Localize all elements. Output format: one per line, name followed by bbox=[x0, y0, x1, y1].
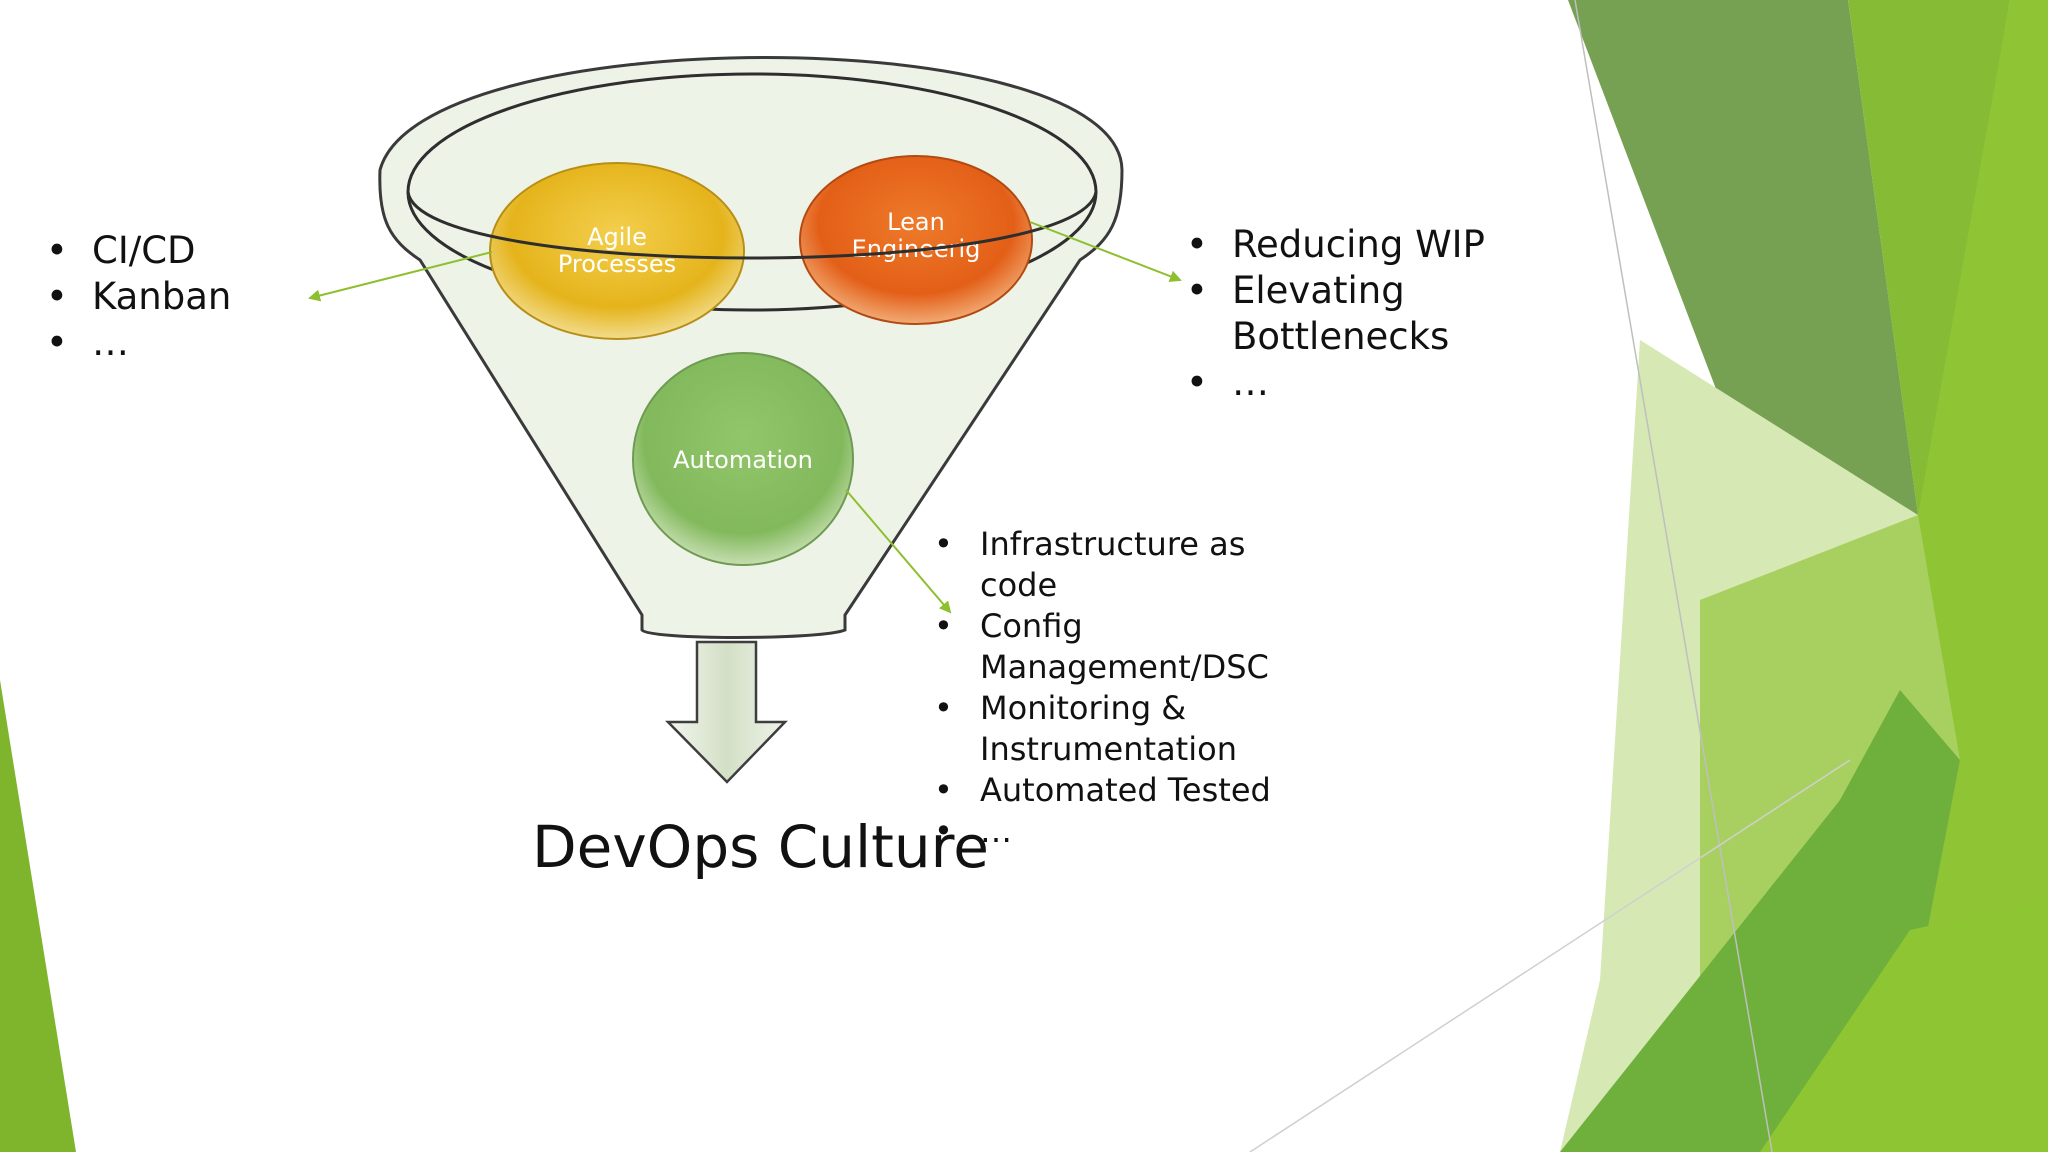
agile-circle: Agile Processes bbox=[489, 162, 745, 340]
connector-agile-arrow bbox=[308, 251, 493, 302]
left-bullet-item: CI/CD bbox=[46, 228, 231, 274]
right-bullet-list: Reducing WIP Elevating Bottlenecks … bbox=[1186, 222, 1492, 406]
automation-circle: Automation bbox=[632, 352, 854, 566]
facet-right-mid bbox=[1848, 0, 2010, 530]
left-bullet-list: CI/CD Kanban … bbox=[46, 228, 231, 366]
facet-line-1 bbox=[1574, 0, 1773, 1152]
facet-line-2 bbox=[1249, 759, 1851, 1152]
connector-lean-arrow bbox=[1029, 221, 1182, 282]
funnel-rim-front bbox=[406, 191, 1098, 260]
down-arrow-icon bbox=[665, 640, 788, 784]
devops-culture-title: DevOps Culture bbox=[532, 813, 989, 881]
automation-label: Automation bbox=[673, 446, 813, 474]
bottom-bullet-list: Infrastructure as code Config Management… bbox=[934, 524, 1310, 852]
right-bullet-item: Reducing WIP bbox=[1186, 222, 1492, 268]
agile-label-line1: Agile bbox=[587, 223, 647, 251]
bottom-bullet-item: Infrastructure as code bbox=[934, 524, 1310, 606]
bottom-bullet-item: Monitoring & Instrumentation bbox=[934, 688, 1310, 770]
connector-automation-arrow bbox=[845, 489, 952, 614]
bottom-bullet-item: … bbox=[934, 811, 1310, 852]
lean-circle: Lean Engineerig bbox=[799, 155, 1033, 325]
lean-label-line1: Lean bbox=[887, 208, 945, 236]
lean-label-line2: Engineerig bbox=[852, 235, 981, 263]
right-bullet-item: Elevating Bottlenecks bbox=[1186, 268, 1492, 360]
facet-bottom-right bbox=[1760, 900, 2048, 1152]
right-bullet-item: … bbox=[1186, 360, 1492, 406]
bottom-bullet-item: Config Management/DSC bbox=[934, 606, 1310, 688]
bottom-bullet-item: Automated Tested bbox=[934, 770, 1310, 811]
left-bullet-item: … bbox=[46, 320, 231, 366]
facet-left bbox=[0, 680, 76, 1152]
left-bullet-item: Kanban bbox=[46, 274, 231, 320]
